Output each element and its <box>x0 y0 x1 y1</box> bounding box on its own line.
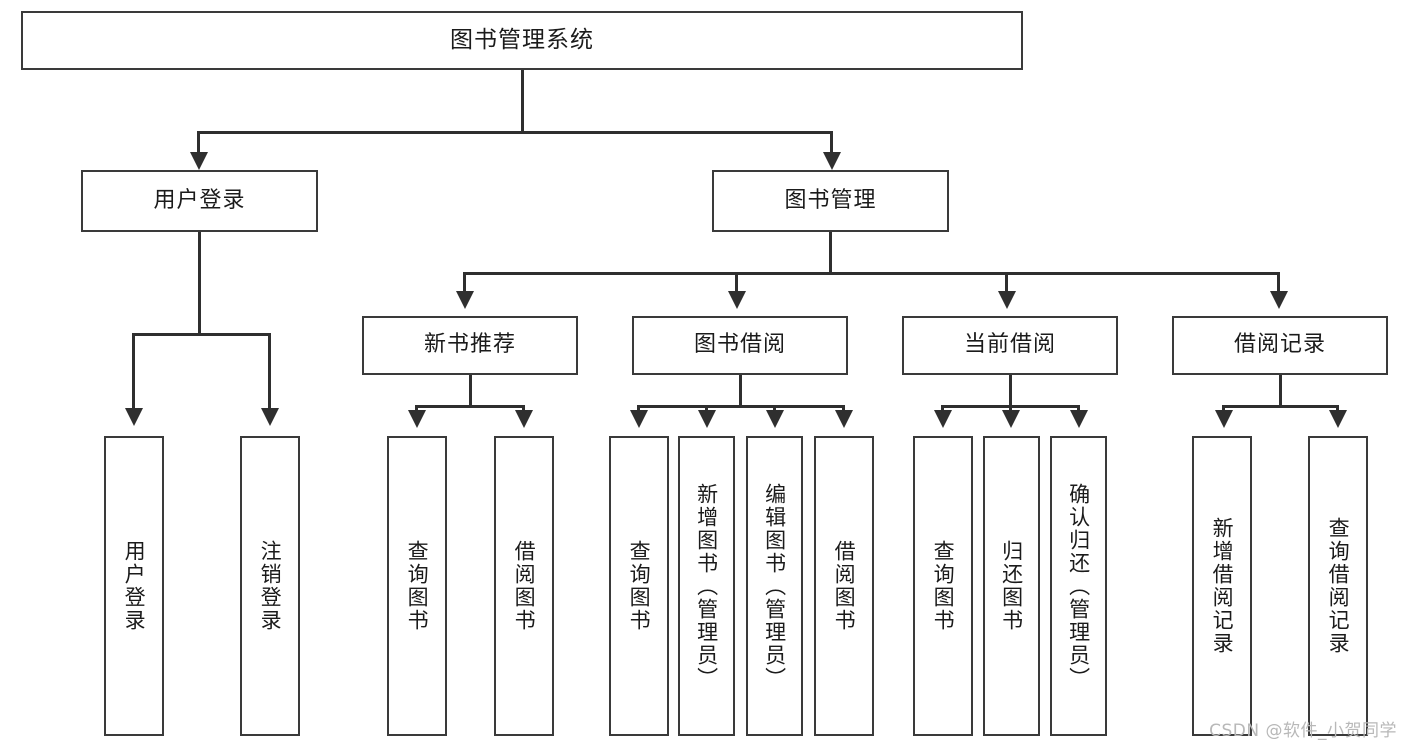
arrow-down-icon <box>125 408 143 426</box>
arrow-down-icon <box>456 291 474 309</box>
connector-book-management-stem <box>829 232 832 274</box>
watermark: CSDN @软件_小贺同学 <box>1209 721 1397 741</box>
arrow-down-icon <box>766 410 784 428</box>
connector-bb-branch-1 <box>637 405 640 413</box>
leaf-nbr-borrow-book[interactable]: 借阅图书 <box>494 436 554 736</box>
node-new-book-recommend[interactable]: 新书推荐 <box>362 316 578 375</box>
leaf-br-query-record[interactable]: 查询借阅记录 <box>1308 436 1368 736</box>
arrow-down-icon <box>1329 410 1347 428</box>
connector-br-bus <box>1222 405 1338 408</box>
connector-user-login-branch-2 <box>268 333 271 411</box>
connector-nbr-stem <box>469 375 472 407</box>
leaf-bb-query-book[interactable]: 查询图书 <box>609 436 669 736</box>
node-label: 归还图书 <box>999 540 1024 632</box>
connector-user-login-branch-1 <box>132 333 135 411</box>
connector-user-login-bus <box>132 333 271 336</box>
connector-nbr-branch-2 <box>522 405 525 413</box>
connector-cb-branch-2 <box>1009 405 1012 413</box>
node-label: 用户登录 <box>122 540 147 632</box>
node-label: 查询图书 <box>405 540 430 632</box>
leaf-bb-add-book-admin[interactable]: 新增图书（管理员） <box>678 436 735 736</box>
connector-root-bus <box>197 131 833 134</box>
node-borrow-record[interactable]: 借阅记录 <box>1172 316 1388 375</box>
node-label: 借阅图书 <box>832 540 857 632</box>
leaf-nbr-query-book[interactable]: 查询图书 <box>387 436 447 736</box>
connector-cb-branch-1 <box>941 405 944 413</box>
leaf-cb-return-book[interactable]: 归还图书 <box>983 436 1040 736</box>
node-label: 当前借阅 <box>963 332 1056 358</box>
node-label: 借阅图书 <box>512 540 537 632</box>
node-label: 图书借阅 <box>693 332 786 358</box>
arrow-down-icon <box>1270 291 1288 309</box>
arrow-down-icon <box>1070 410 1088 428</box>
arrow-down-icon <box>728 291 746 309</box>
arrow-down-icon <box>823 152 841 170</box>
connector-bb-branch-4 <box>842 405 845 413</box>
connector-bb-branch-3 <box>773 405 776 413</box>
leaf-br-add-record[interactable]: 新增借阅记录 <box>1192 436 1252 736</box>
node-label: 确认归还（管理员） <box>1066 482 1091 690</box>
node-label: 查询图书 <box>627 540 652 632</box>
node-user-login[interactable]: 用户登录 <box>81 170 318 232</box>
node-label: 查询借阅记录 <box>1326 517 1351 655</box>
connector-bb-bus <box>637 405 845 408</box>
connector-root-to-book-management <box>830 131 833 155</box>
node-book-borrow[interactable]: 图书借阅 <box>632 316 848 375</box>
leaf-bb-edit-book-admin[interactable]: 编辑图书（管理员） <box>746 436 803 736</box>
connector-br-stem <box>1279 375 1282 407</box>
arrow-down-icon <box>835 410 853 428</box>
arrow-down-icon <box>190 152 208 170</box>
node-label: 查询图书 <box>931 540 956 632</box>
connector-root-stem <box>521 70 524 132</box>
connector-bm-branch-1 <box>463 272 466 293</box>
node-label: 图书管理 <box>784 187 877 213</box>
leaf-bb-borrow-book[interactable]: 借阅图书 <box>814 436 874 736</box>
arrow-down-icon <box>515 410 533 428</box>
connector-user-login-stem <box>198 232 201 335</box>
node-label: 注销登录 <box>258 540 283 632</box>
leaf-cb-confirm-return-admin[interactable]: 确认归还（管理员） <box>1050 436 1107 736</box>
connector-bm-branch-3 <box>1005 272 1008 293</box>
node-label: 图书管理系统 <box>450 26 594 53</box>
connector-nbr-bus <box>415 405 525 408</box>
connector-bm-branch-4 <box>1277 272 1280 293</box>
leaf-user-login-logout[interactable]: 注销登录 <box>240 436 300 736</box>
leaf-user-login-login[interactable]: 用户登录 <box>104 436 164 736</box>
connector-cb-branch-3 <box>1077 405 1080 413</box>
node-label: 编辑图书（管理员） <box>762 482 787 690</box>
arrow-down-icon <box>1002 410 1020 428</box>
leaf-cb-query-book[interactable]: 查询图书 <box>913 436 973 736</box>
arrow-down-icon <box>630 410 648 428</box>
arrow-down-icon <box>261 408 279 426</box>
arrow-down-icon <box>408 410 426 428</box>
node-label: 新增图书（管理员） <box>694 482 719 690</box>
node-label: 借阅记录 <box>1233 332 1326 358</box>
arrow-down-icon <box>934 410 952 428</box>
connector-bb-stem <box>739 375 742 407</box>
node-book-management-system[interactable]: 图书管理系统 <box>21 11 1023 70</box>
connector-br-branch-1 <box>1222 405 1225 413</box>
node-current-borrow[interactable]: 当前借阅 <box>902 316 1118 375</box>
connector-br-branch-2 <box>1336 405 1339 413</box>
arrow-down-icon <box>998 291 1016 309</box>
node-label: 用户登录 <box>153 187 246 213</box>
connector-nbr-branch-1 <box>415 405 418 413</box>
node-label: 新书推荐 <box>423 332 516 358</box>
connector-bm-branch-2 <box>735 272 738 293</box>
connector-cb-stem <box>1009 375 1012 407</box>
connector-book-management-bus <box>463 272 1280 275</box>
connector-root-to-user-login <box>197 131 200 155</box>
connector-bb-branch-2 <box>705 405 708 413</box>
node-label: 新增借阅记录 <box>1210 517 1235 655</box>
node-book-management[interactable]: 图书管理 <box>712 170 949 232</box>
arrow-down-icon <box>698 410 716 428</box>
arrow-down-icon <box>1215 410 1233 428</box>
